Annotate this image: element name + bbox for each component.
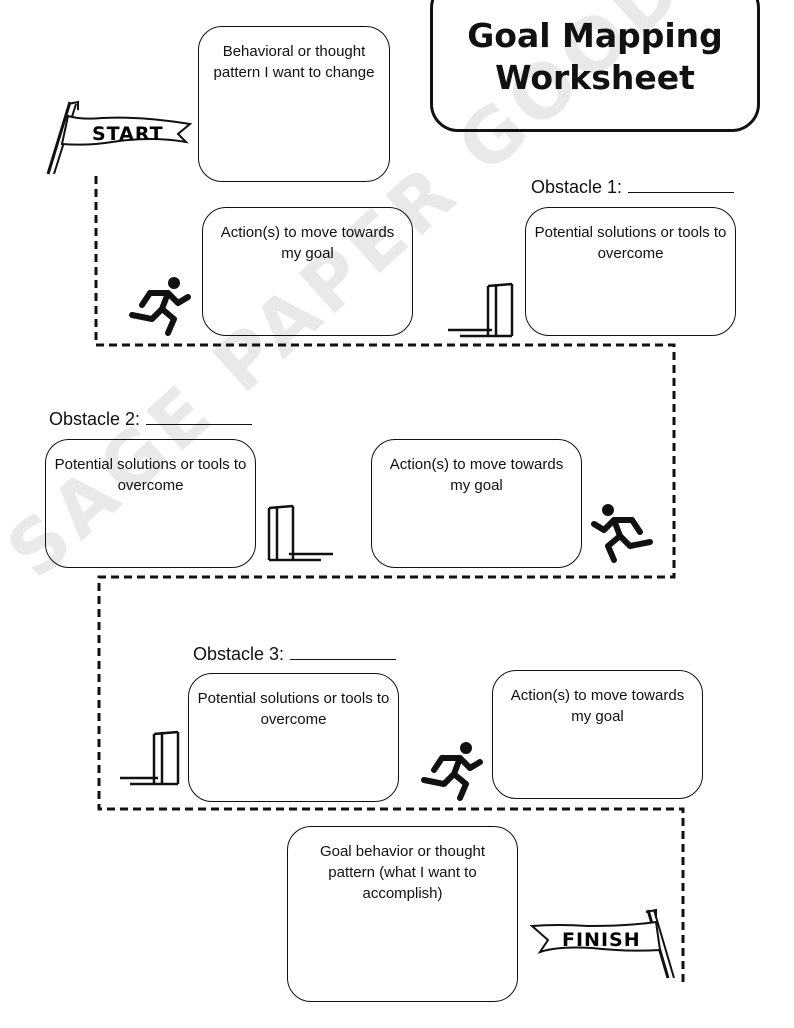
title-box: Goal Mapping Worksheet xyxy=(430,0,760,132)
obstacle-2: Obstacle 2: xyxy=(49,408,253,430)
obstacle-1-blank[interactable] xyxy=(628,178,735,193)
obstacle-3-blank[interactable] xyxy=(290,645,397,660)
runner-icon xyxy=(591,504,653,563)
obstacle-2-blank[interactable] xyxy=(146,410,253,425)
solutions-box-3[interactable]: Potential solutions or tools to overcome xyxy=(188,673,399,802)
finish-flag-icon: FINISH xyxy=(529,908,675,979)
start-behavior-box[interactable]: Behavioral or thought pattern I want to … xyxy=(198,26,390,182)
solutions-label-2: Potential solutions or tools to overcome xyxy=(54,456,247,494)
finish-label: FINISH xyxy=(562,929,641,951)
goal-behavior-label: Goal behavior or thought pattern (what I… xyxy=(319,843,486,902)
obstacle-1-label: Obstacle 1: xyxy=(531,177,623,197)
start-label: START xyxy=(92,123,164,145)
actions-box-3[interactable]: Action(s) to move towards my goal xyxy=(492,670,703,799)
solutions-box-2[interactable]: Potential solutions or tools to overcome xyxy=(45,439,256,568)
solutions-label-3: Potential solutions or tools to overcome xyxy=(197,690,390,728)
start-flag-icon: START xyxy=(46,100,193,175)
hurdle-icon xyxy=(448,282,514,338)
runner-icon xyxy=(421,742,483,801)
page-title-line2: Worksheet xyxy=(495,58,695,97)
obstacle-1: Obstacle 1: xyxy=(531,176,735,198)
goal-behavior-box[interactable]: Goal behavior or thought pattern (what I… xyxy=(287,826,518,1002)
obstacle-2-label: Obstacle 2: xyxy=(49,409,141,429)
actions-box-1[interactable]: Action(s) to move towards my goal xyxy=(202,207,413,336)
hurdle-icon xyxy=(267,504,333,562)
runner-icon xyxy=(129,277,191,336)
actions-box-2[interactable]: Action(s) to move towards my goal xyxy=(371,439,582,568)
obstacle-3: Obstacle 3: xyxy=(193,643,397,665)
start-behavior-label: Behavioral or thought pattern I want to … xyxy=(213,43,375,81)
solutions-box-1[interactable]: Potential solutions or tools to overcome xyxy=(525,207,736,336)
actions-label-3: Action(s) to move towards my goal xyxy=(510,687,685,725)
actions-label-1: Action(s) to move towards my goal xyxy=(220,224,395,262)
obstacle-3-label: Obstacle 3: xyxy=(193,644,285,664)
actions-label-2: Action(s) to move towards my goal xyxy=(389,456,564,494)
solutions-label-1: Potential solutions or tools to overcome xyxy=(534,224,727,262)
hurdle-icon xyxy=(120,730,180,786)
page-title-line1: Goal Mapping xyxy=(467,16,723,55)
